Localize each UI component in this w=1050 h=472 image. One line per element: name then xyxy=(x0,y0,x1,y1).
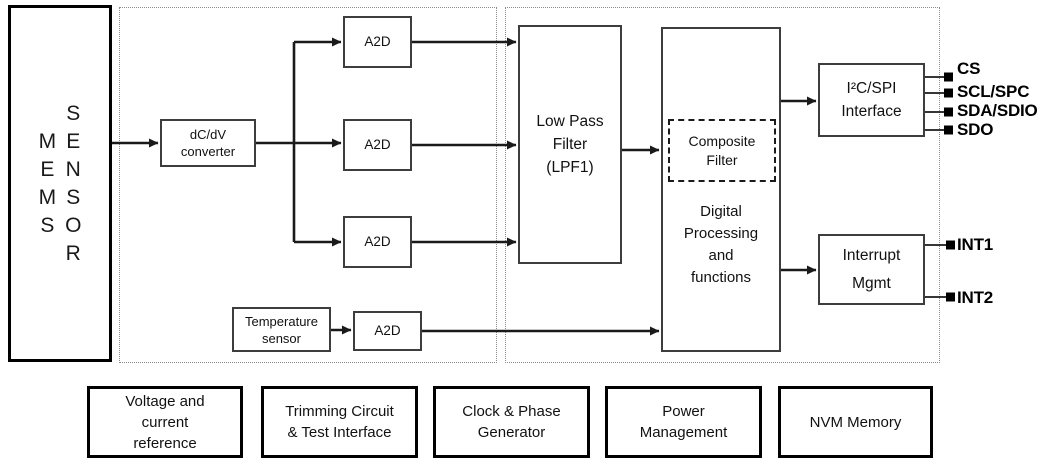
low-pass-filter-block: Low Pass Filter (LPF1) xyxy=(518,25,622,264)
pin-square-sdo xyxy=(944,125,953,135)
trimming-test-interface-block: Trimming Circuit & Test Interface xyxy=(261,386,418,458)
digital-processing-block: Composite Filter Digital Processing and … xyxy=(661,27,781,352)
pin-square-sdasdio xyxy=(944,107,953,117)
pin-label-scl-spc: SCL/SPC xyxy=(957,82,1030,101)
clock-phase-generator-block: Clock & Phase Generator xyxy=(433,386,590,458)
pin-label-sdo: SDO xyxy=(957,120,994,139)
composite-filter-block: Composite Filter xyxy=(668,119,776,182)
pin-square-int1 xyxy=(946,240,955,250)
voltage-current-reference-block: Voltage and current reference xyxy=(87,386,243,458)
nvm-memory-block: NVM Memory xyxy=(778,386,933,458)
pin-square-sclspc xyxy=(944,88,953,98)
dcdv-converter-block: dC/dV converter xyxy=(160,119,256,167)
pin-label-cs: CS xyxy=(957,59,981,78)
i2c-spi-interface-block: I²C/SPI Interface xyxy=(818,63,925,137)
a2d-block-2: A2D xyxy=(343,119,412,171)
interrupt-mgmt-block: Interrupt Mgmt xyxy=(818,234,925,305)
mems-letters-right: S E N S O R xyxy=(65,101,82,265)
a2d-block-3: A2D xyxy=(343,216,412,268)
power-management-block: Power Management xyxy=(605,386,762,458)
digital-processing-label: Digital Processing and functions xyxy=(683,203,759,286)
a2d-block-1: A2D xyxy=(343,16,412,68)
mems-letters-left: M E M S xyxy=(38,129,57,237)
pin-label-sda-sdio: SDA/SDIO xyxy=(957,101,1038,120)
pin-square-cs xyxy=(944,72,953,82)
pin-label-int1: INT1 xyxy=(957,235,994,254)
analog-frontend-group xyxy=(119,7,497,363)
pin-label-int2: INT2 xyxy=(957,288,994,307)
mems-sensor-block: M E M S S E N S O R xyxy=(8,5,112,362)
digital-section-group xyxy=(505,7,940,363)
pin-square-int2 xyxy=(946,292,955,302)
a2d-block-temp: A2D xyxy=(353,311,422,351)
temperature-sensor-block: Temperature sensor xyxy=(232,307,331,352)
